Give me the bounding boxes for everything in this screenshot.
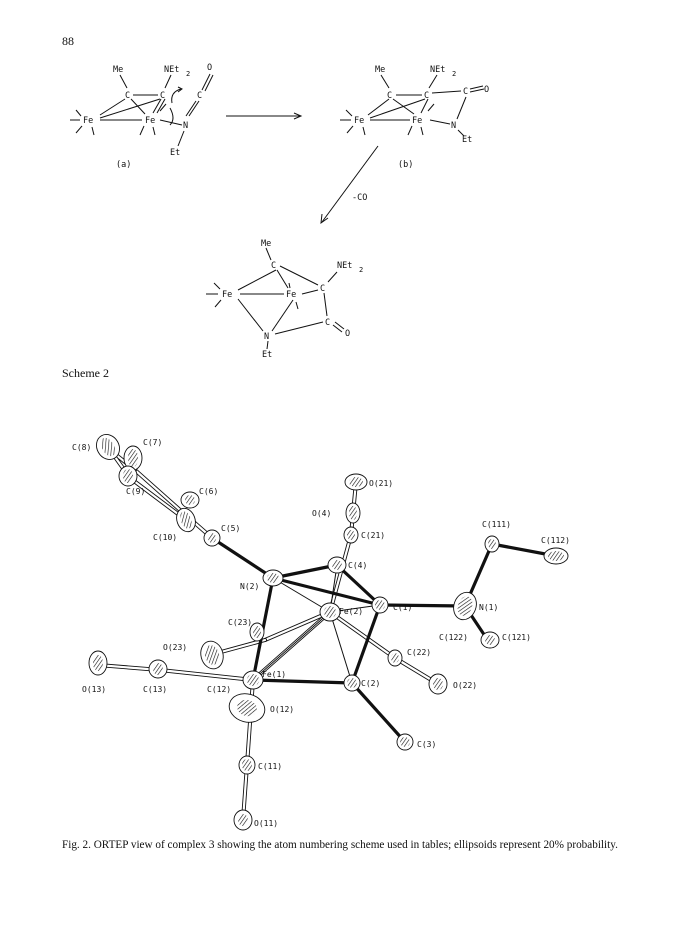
atom-label-o23: O(23) <box>163 643 187 652</box>
label-o: O <box>345 329 350 339</box>
atom-label-o11: O(11) <box>254 819 278 828</box>
atom-label-o12: O(12) <box>270 705 294 714</box>
label-net2: NEt <box>337 261 352 271</box>
label-et: Et <box>170 148 180 158</box>
label-me: Me <box>375 65 385 75</box>
atom-label-n2: N(2) <box>240 582 259 591</box>
label-n: N <box>183 121 188 131</box>
atom-label-c8: C(8) <box>72 443 91 452</box>
atom-label-c1: C(1) <box>393 603 412 612</box>
atom-label-o22: O(22) <box>453 681 477 690</box>
structure-b: Me NEt 2 C C C O Fe Fe N Et (b) <box>340 65 489 170</box>
label-n: N <box>451 121 456 131</box>
atom-label-c9: C(9) <box>126 487 145 496</box>
label-sub2: 2 <box>186 70 190 78</box>
atom-label-c122: C(122) <box>439 633 468 642</box>
atom-label-c6: C(6) <box>199 487 218 496</box>
atom-label-c23: C(23) <box>228 618 252 627</box>
label-fe: Fe <box>83 116 93 126</box>
atom-label-o21: O(21) <box>369 479 393 488</box>
atom-label-c3: C(3) <box>417 740 436 749</box>
atom-label-c111: C(111) <box>482 520 511 529</box>
atom-label-c2: C(2) <box>361 679 380 688</box>
label-fe: Fe <box>412 116 422 126</box>
atom-label-o4: O(4) <box>312 509 331 518</box>
atom-label-c22: C(22) <box>407 648 431 657</box>
atom-label-c112: C(112) <box>541 536 570 545</box>
figure-caption: Fig. 2. ORTEP view of complex 3 showing … <box>62 839 618 851</box>
label-fe: Fe <box>354 116 364 126</box>
label-net2: NEt <box>430 65 445 75</box>
atom-label-fe2: Fe(2) <box>339 607 363 616</box>
label-c: C <box>387 91 392 101</box>
label-et: Et <box>262 350 272 360</box>
label-o: O <box>207 63 212 73</box>
label-sub2: 2 <box>359 266 363 274</box>
atom-label-c12: C(12) <box>207 685 231 694</box>
label-c: C <box>160 91 165 101</box>
label-c: C <box>325 318 330 328</box>
atom-label-c13: C(13) <box>143 685 167 694</box>
label-me: Me <box>113 65 123 75</box>
label-c: C <box>125 91 130 101</box>
atom-label-c5: C(5) <box>221 524 240 533</box>
atom-label-c121: C(121) <box>502 633 531 642</box>
label-me: Me <box>261 239 271 249</box>
ellipsoids <box>88 434 569 831</box>
atom-label-c11: C(11) <box>258 762 282 771</box>
label-c: C <box>424 91 429 101</box>
label-n: N <box>264 332 269 342</box>
atom-label-c4: C(4) <box>348 561 367 570</box>
label-fe: Fe <box>145 116 155 126</box>
label-et: Et <box>462 135 472 145</box>
atom-label-c10: C(10) <box>153 533 177 542</box>
atom-label-fe1: Fe(1) <box>262 670 286 679</box>
label-net2: NEt <box>164 65 179 75</box>
label-sub2: 2 <box>452 70 456 78</box>
atom-labels: C(8) C(7) C(9) C(6) C(10) C(5) O(21) O(4… <box>72 438 570 828</box>
label-c: C <box>320 284 325 294</box>
label-c: C <box>463 87 468 97</box>
label-fe: Fe <box>286 290 296 300</box>
scheme-label: Scheme 2 <box>62 366 109 380</box>
label-c: C <box>197 91 202 101</box>
label-o: O <box>484 85 489 95</box>
structure-a: Me NEt 2 O C C C Fe Fe N Et (a) <box>70 63 214 170</box>
atom-label-n1: N(1) <box>479 603 498 612</box>
label-a: (a) <box>116 160 131 170</box>
label-b: (b) <box>398 160 413 170</box>
atom-label-c7: C(7) <box>143 438 162 447</box>
arrow-label-minus-co: -CO <box>352 193 367 203</box>
label-c: C <box>271 261 276 271</box>
atom-label-c21: C(21) <box>361 531 385 540</box>
label-fe: Fe <box>222 290 232 300</box>
atom-label-o13: O(13) <box>82 685 106 694</box>
structure-c: Me NEt 2 C C Fe Fe C O N Et <box>206 239 363 360</box>
ellipsoid-hatching <box>93 437 564 826</box>
page-number: 88 <box>62 34 74 48</box>
